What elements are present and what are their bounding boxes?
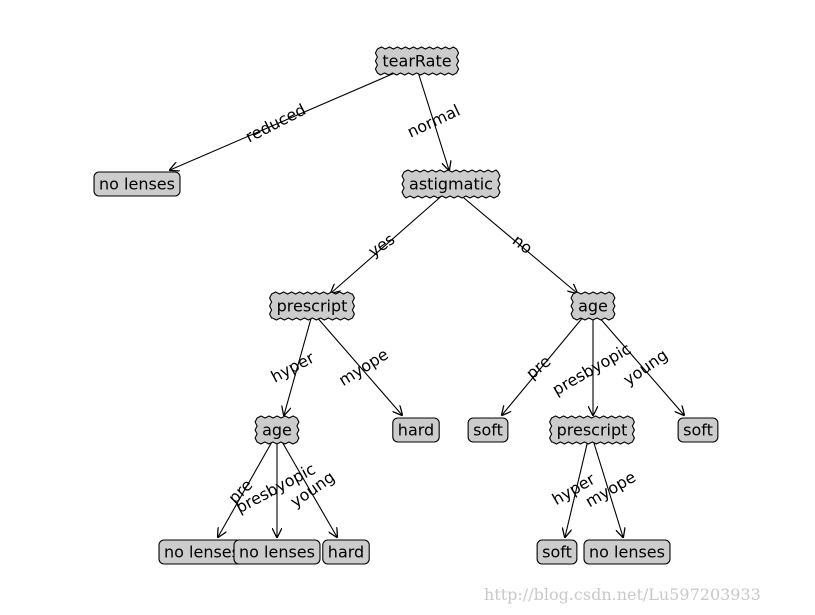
leaf-node-soft_2: soft (677, 417, 719, 443)
leaf-node-nolenses_1: no lenses (93, 171, 181, 197)
leaf-node-hard_2: hard (322, 539, 370, 565)
node-box (93, 171, 181, 197)
leaf-node-soft_1: soft (467, 417, 509, 443)
node-box (467, 417, 509, 443)
node-label: prescript (557, 421, 628, 440)
node-label: age (578, 297, 608, 316)
node-label: prescript (277, 297, 348, 316)
node-label: no lenses (164, 543, 240, 562)
node-label: age (262, 421, 292, 440)
node-box (536, 539, 578, 565)
edge-n_tearRate-n_astigmatic: normal (404, 71, 463, 170)
node-label: no lenses (589, 543, 665, 562)
node-box (401, 169, 501, 199)
node-label: no lenses (239, 543, 315, 562)
edge-n_prescript_1-n_age_2: hyper (268, 314, 318, 415)
node-box (548, 415, 636, 445)
node-box (583, 539, 671, 565)
edge-n_astigmatic-n_age_1: no (457, 192, 577, 293)
node-label: hard (328, 543, 364, 562)
decision-node-tearRate: tearRate (374, 46, 460, 76)
edge-label: hyper (268, 348, 318, 387)
node-label: astigmatic (409, 175, 493, 194)
watermark-text: http://blog.csdn.net/Lu597203933 (484, 585, 761, 604)
leaf-node-nolenses_4: no lenses (583, 539, 671, 565)
node-box (374, 46, 460, 76)
edge-arrow (280, 439, 337, 537)
decision-node-prescript_1: prescript (268, 291, 356, 321)
decision-node-age_2: age (254, 415, 300, 445)
node-box (268, 291, 356, 321)
edge-n_tearRate-n_nolenses_1: reduced (170, 71, 398, 170)
edge-arrow (331, 192, 446, 293)
edge-arrow (457, 192, 577, 293)
leaf-node-soft_3: soft (536, 539, 578, 565)
node-box (254, 415, 300, 445)
edge-arrow (592, 439, 623, 537)
edge-arrow (502, 315, 585, 415)
node-label: soft (473, 421, 503, 440)
leaf-node-hard_1: hard (392, 417, 440, 443)
edge-n_age_1-n_soft_1: pre (502, 315, 585, 415)
decision-node-age_1: age (570, 291, 616, 321)
edge-n_prescript_1-n_hard_1: myope (314, 314, 402, 415)
decision-node-astigmatic: astigmatic (401, 169, 501, 199)
edge-arrow (314, 314, 402, 415)
nodes-layer: tearRate no lenses astigmatic prescript age a… (93, 46, 719, 565)
edge-label: no (509, 231, 536, 258)
edge-n_astigmatic-n_prescript_1: yes (331, 192, 446, 293)
node-label: soft (683, 421, 713, 440)
node-label: tearRate (382, 52, 451, 71)
edge-label: presbyopic (549, 339, 634, 399)
decision-node-prescript_2: prescript (548, 415, 636, 445)
edge-arrow (565, 439, 589, 537)
node-box (392, 417, 440, 443)
edge-arrow (284, 314, 313, 415)
node-box (570, 291, 616, 321)
edge-label: normal (404, 101, 463, 142)
edge-label: yes (365, 229, 399, 260)
edge-label: pre (522, 352, 554, 383)
edge-arrow (417, 71, 449, 170)
edge-n_age_1-n_prescript_2: presbyopic (549, 316, 634, 415)
node-box (677, 417, 719, 443)
node-box (233, 539, 321, 565)
edge-arrow (218, 439, 274, 537)
edge-label: reduced (242, 100, 309, 147)
edge-arrow (597, 315, 684, 415)
edge-label: myope (335, 345, 392, 390)
edge-arrow (170, 71, 398, 170)
node-label: no lenses (99, 175, 175, 194)
leaf-node-nolenses_3: no lenses (233, 539, 321, 565)
leaf-node-nolenses_2: no lenses (158, 539, 246, 565)
node-label: hard (398, 421, 434, 440)
node-box (322, 539, 370, 565)
node-label: soft (542, 543, 572, 562)
